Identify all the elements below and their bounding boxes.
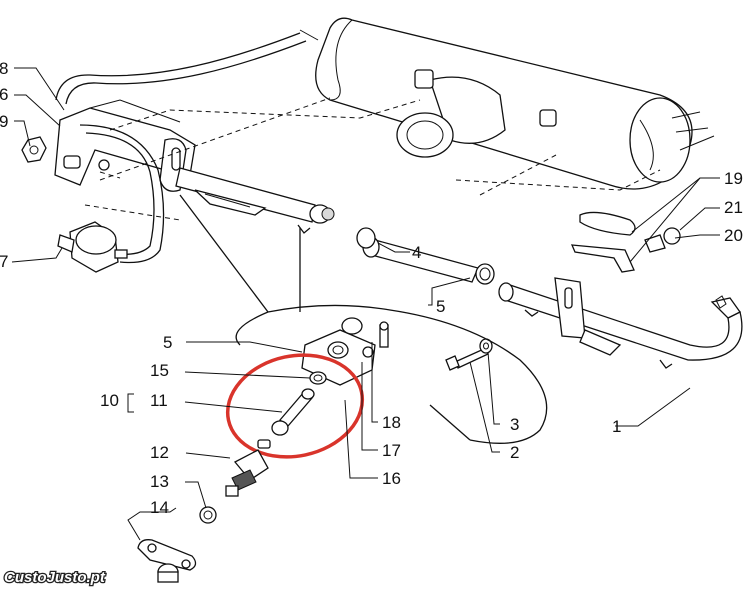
callout-1: 1 [612, 417, 621, 436]
callout-20: 20 [724, 226, 743, 245]
washer-15 [309, 371, 327, 385]
callout-5-upper: 5 [436, 297, 445, 316]
callout-10: 10 [100, 391, 119, 410]
callout-7: 7 [0, 252, 8, 271]
callout-14: 14 [150, 498, 169, 517]
callout-4: 4 [412, 243, 421, 262]
callout-9: 9 [0, 112, 8, 131]
callout-numbers: 8 6 9 7 4 5 5 15 10 11 12 13 14 18 17 16… [0, 59, 743, 517]
callout-leaders [11, 67, 720, 541]
callout-21: 21 [724, 198, 743, 217]
callout-5-lower: 5 [163, 333, 172, 352]
plate-14 [137, 539, 197, 583]
upper-pipe [175, 167, 335, 234]
clip-19 [570, 211, 636, 273]
left-bracket [54, 99, 196, 192]
callout-2: 2 [510, 443, 519, 462]
callout-11: 11 [150, 391, 168, 410]
sensor-pipe-11 [257, 388, 315, 449]
leader-dashes-left [84, 97, 661, 221]
callout-17: 17 [382, 441, 401, 460]
plug-21 [663, 227, 681, 245]
vent-hose [55, 32, 307, 105]
detail-view-outline [179, 194, 548, 444]
callout-8: 8 [0, 59, 8, 78]
callout-19: 19 [724, 169, 743, 188]
screw-2 [445, 347, 489, 371]
charcoal-canister [299, 17, 715, 190]
tube-4 [356, 227, 495, 285]
valve-hose [79, 124, 165, 264]
callout-16: 16 [382, 469, 401, 488]
nut-9 [21, 136, 47, 163]
right-pipe [498, 277, 743, 369]
callout-13: 13 [150, 472, 169, 491]
watermark-logo: CustoJusto.pt [4, 569, 106, 586]
callout-6: 6 [0, 85, 8, 104]
vacuum-valve-7 [57, 221, 128, 273]
callout-12: 12 [150, 443, 169, 462]
callout-15: 15 [150, 361, 169, 380]
washer-13 [199, 506, 217, 524]
sensor-12 [225, 449, 269, 497]
callout-18: 18 [382, 413, 401, 432]
plug-20 [644, 234, 666, 253]
callout-3: 3 [510, 415, 519, 434]
